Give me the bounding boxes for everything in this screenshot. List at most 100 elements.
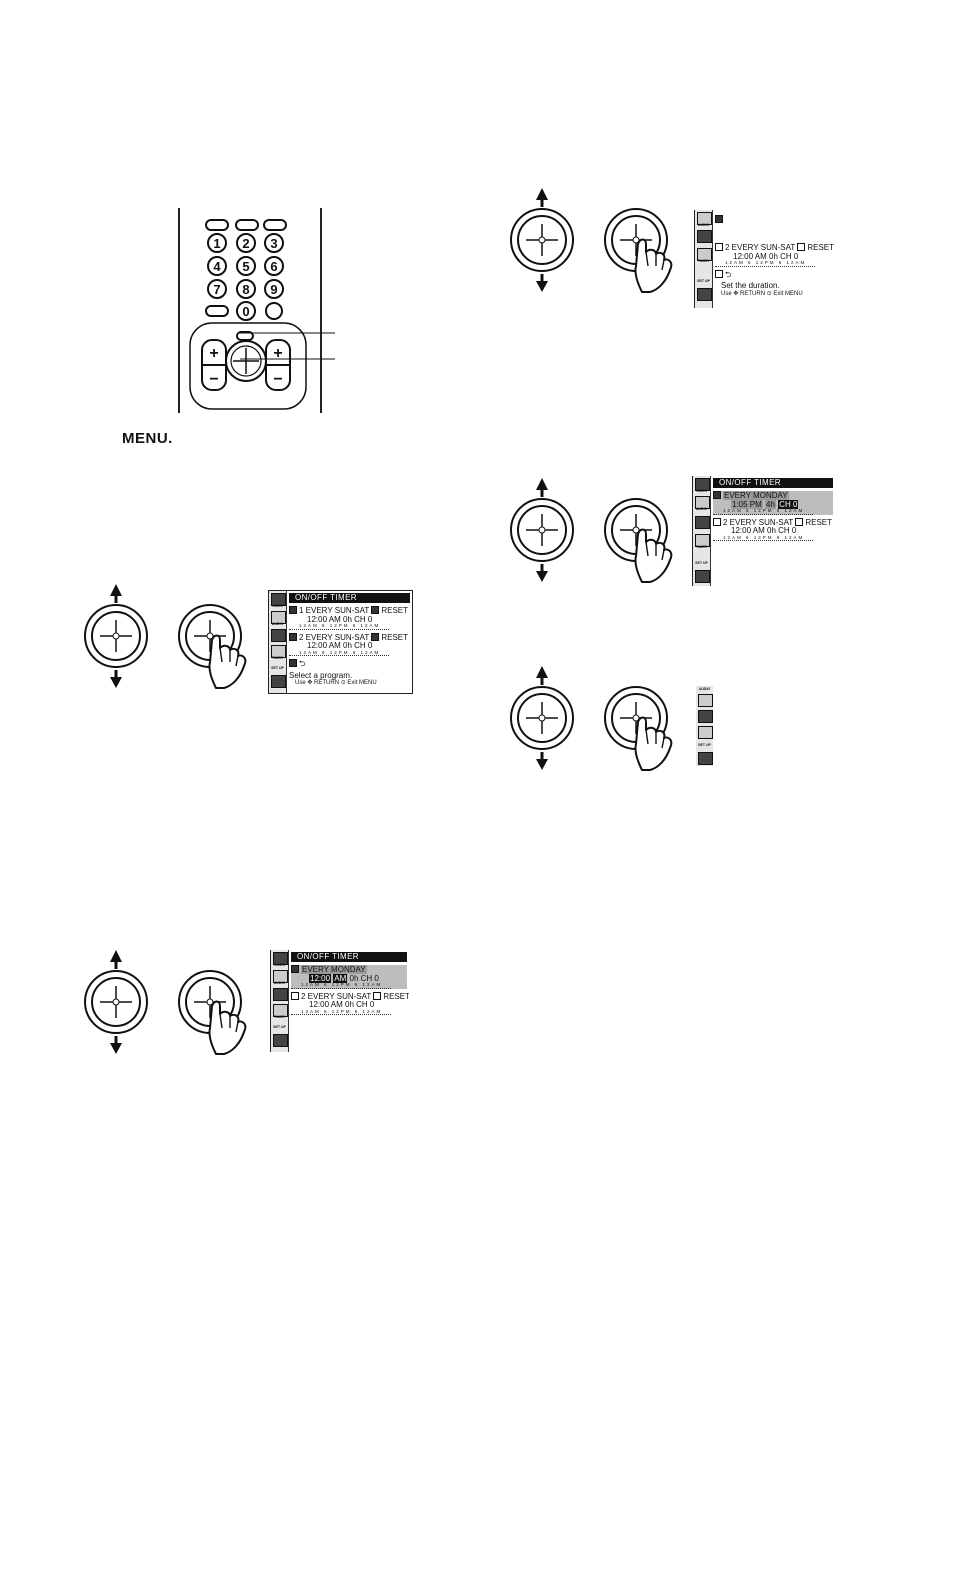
setup-icon-label: SET UP [698, 743, 711, 747]
video-icon-label: VIDEO [272, 604, 283, 608]
setup-icon [697, 288, 712, 301]
program-2-row[interactable]: 2 EVERY SUN-SAT RESET [713, 517, 833, 527]
navigation-hint: Use ✥ RETURN ⊙ Exit MENU [721, 290, 803, 297]
key-0[interactable]: 0 [242, 304, 249, 319]
screen-content: ON/OFF TIMER 1 EVERY SUN-SAT RESET 12:00… [289, 593, 410, 691]
timer-icon-label: TIMER [272, 656, 283, 660]
picture-icon [273, 952, 288, 965]
program-1-details: 1:05 PM 4h CH 0 [713, 499, 833, 509]
menu-icon-bar: AUDIO TIMER SET UP [695, 210, 713, 308]
screen-content: ON/OFF TIMER EVERY MONDAY 12:00 AM 0h CH… [291, 952, 409, 1050]
key-8[interactable]: 8 [242, 282, 249, 297]
timer-icon-label: TIMER [696, 545, 707, 549]
program-2-row[interactable]: 2 EVERY SUN-SAT RESET [289, 632, 410, 642]
audio-icon [695, 496, 710, 509]
volume-plus-key[interactable]: + [209, 345, 218, 362]
key-5[interactable]: 5 [242, 259, 249, 274]
channel-icon [698, 710, 713, 723]
return-icon: ⮌ [299, 659, 306, 669]
time-scale: 12AM 6 12PM 6 12AM [291, 982, 391, 989]
time-scale: 12AM 6 12PM 6 12AM [291, 1009, 391, 1016]
menu-icon-bar: VIDEO AUDIO TIMER SET UP [269, 591, 287, 693]
program-2-details: 12:00 AM 0h CH 0 [309, 1000, 375, 1010]
program-2-details: 12:00 AM 0h CH 0 [731, 526, 797, 536]
setup-icon-label: SET UP [271, 666, 284, 670]
key-7[interactable]: 7 [213, 282, 220, 297]
audio-icon [698, 694, 713, 707]
program-1-row[interactable]: EVERY MONDAY [291, 965, 407, 975]
time-scale: 12AM 6 12PM 6 12AM [289, 623, 389, 630]
callout-lines [240, 332, 335, 360]
channel-field[interactable]: CH 0 [778, 499, 799, 509]
tv-menu-screen-set-channel: VIDEO AUDIO TIMER SET UP ON/OFF TIMER EV… [692, 476, 835, 586]
key-1[interactable]: 1 [213, 236, 220, 251]
audio-icon-label: AUDIO [271, 622, 284, 626]
setup-icon [695, 570, 710, 583]
screen-content: 2 EVERY SUN-SAT RESET 12:00 AM 0h CH 0 1… [715, 212, 835, 306]
timer-icon [273, 1004, 288, 1017]
program-1-placeholder [715, 224, 835, 240]
start-time-field[interactable]: 12:00 [309, 973, 332, 983]
timer-icon [695, 534, 710, 547]
tv-menu-screen-select-program: VIDEO AUDIO TIMER SET UP ON/OFF TIMER 1 … [268, 590, 413, 694]
program-2-row[interactable]: 2 EVERY SUN-SAT RESET [291, 991, 409, 1001]
setup-icon-label: SET UP [695, 561, 708, 565]
screen-title: ON/OFF TIMER [713, 478, 833, 489]
duration-field[interactable]: 4h [765, 499, 776, 509]
return-row[interactable]: ⮌ [715, 269, 835, 279]
joystick-press-icon [178, 604, 247, 689]
key-9[interactable]: 9 [270, 282, 277, 297]
program-1-row[interactable]: 1 EVERY SUN-SAT RESET [289, 606, 410, 615]
return-icon: ⮌ [725, 269, 732, 279]
setup-icon-label: SET UP [273, 1025, 286, 1029]
program-1-row[interactable] [715, 215, 835, 224]
channel-minus-key[interactable]: − [273, 371, 282, 388]
menu-icon-bar: AUDIO SET UP [696, 686, 713, 766]
tv-menu-screen-edit-day: VIDEO AUDIO TIMER SET UP ON/OFF TIMER EV… [270, 950, 409, 1052]
program-1-details: 12:00 AM 0h CH 0 [307, 614, 373, 624]
joystick-press-icon [178, 970, 247, 1055]
setup-icon [273, 1034, 288, 1047]
key-3[interactable]: 3 [270, 236, 277, 251]
key-4[interactable]: 4 [213, 259, 221, 274]
audio-icon-label: AUDIO [273, 981, 286, 985]
channel-plus-key[interactable]: + [273, 345, 282, 362]
screen-title: ON/OFF TIMER [289, 593, 410, 604]
time-scale: 12AM 6 12PM 6 12AM [715, 260, 815, 267]
return-row[interactable]: ⮌ [289, 659, 410, 668]
program-1-details: 12:00 AM 0h CH 0 [309, 973, 379, 983]
timer-icon [698, 726, 713, 739]
joystick-press-icon [604, 498, 673, 583]
start-time-field[interactable]: 1:05 PM [731, 499, 763, 509]
ampm-field[interactable]: AM [333, 973, 348, 983]
audio-icon-label: AUDIO [695, 507, 708, 511]
time-scale: 12AM 6 12PM 6 12AM [713, 508, 813, 515]
screen-title: ON/OFF TIMER [291, 952, 407, 963]
screen-content: ON/OFF TIMER EVERY MONDAY 1:05 PM 4h CH … [713, 478, 833, 584]
key-6[interactable]: 6 [270, 259, 277, 274]
timer-icon-label: TIMER [274, 1015, 285, 1019]
joystick-press-icon [604, 686, 673, 771]
program-2-row[interactable]: 2 EVERY SUN-SAT RESET [715, 243, 835, 252]
joystick-up-down-icon [510, 188, 574, 293]
key-2[interactable]: 2 [242, 236, 249, 251]
video-icon-label: VIDEO [696, 489, 707, 493]
program-1-row[interactable]: EVERY MONDAY [713, 491, 833, 501]
setup-icon [698, 752, 713, 765]
setup-icon [271, 675, 286, 688]
audio-icon [697, 212, 712, 225]
timer-icon-label: TIMER [698, 259, 709, 263]
audio-icon-label: AUDIO [698, 687, 711, 691]
remote-control-keys: 1 2 3 4 5 6 7 8 9 0 + − + − [189, 219, 307, 410]
instruction-message: Select a program. [289, 670, 353, 680]
setup-icon-label: SET UP [697, 279, 710, 283]
navigation-hint: Use ✥ RETURN ⊙ Exit MENU [295, 680, 377, 687]
menu-label: MENU. [122, 430, 173, 447]
time-scale: 12AM 6 12PM 6 12AM [289, 650, 389, 657]
audio-icon-label: AUDIO [697, 223, 710, 227]
channel-icon [273, 988, 288, 1001]
audio-icon [273, 970, 288, 983]
channel-icon [697, 230, 712, 243]
volume-minus-key[interactable]: − [209, 371, 218, 388]
video-icon-label: VIDEO [274, 963, 285, 967]
